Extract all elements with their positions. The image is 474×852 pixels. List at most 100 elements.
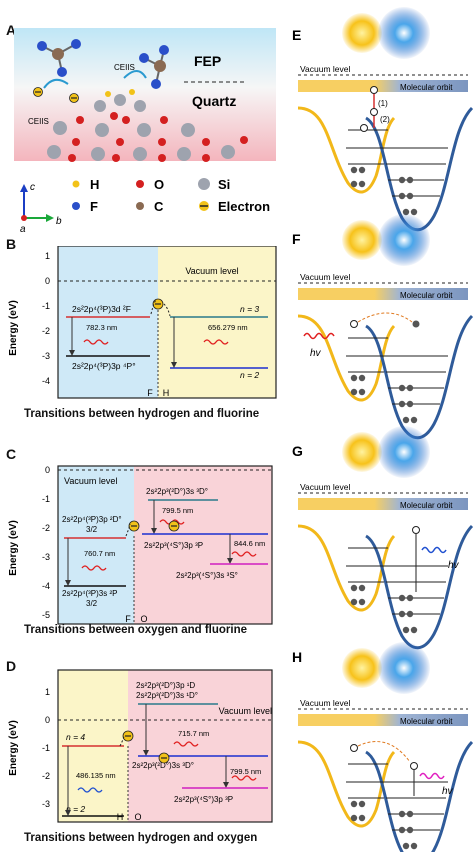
panel-a-letter: A — [6, 22, 17, 38]
svg-text:n = 4: n = 4 — [66, 732, 85, 742]
panel-g: G Vacuum level Molecular orbit hv — [292, 426, 474, 650]
svg-text:O: O — [140, 614, 147, 624]
svg-text:-3: -3 — [42, 351, 50, 361]
svg-text:760.7 nm: 760.7 nm — [84, 549, 115, 558]
ceiis-label-2: CEIIS — [28, 117, 49, 126]
fep-label: FEP — [194, 53, 221, 69]
svg-text:656.279 nm: 656.279 nm — [208, 323, 248, 332]
svg-text:486.135 nm: 486.135 nm — [76, 771, 116, 780]
svg-text:1: 1 — [45, 687, 50, 697]
svg-text:2s²2p³(²D°)3s ¹D°: 2s²2p³(²D°)3s ¹D° — [136, 691, 198, 700]
svg-text:hv: hv — [310, 348, 322, 359]
svg-text:2s²2p³(²D°)3p ¹D: 2s²2p³(²D°)3p ¹D — [136, 681, 195, 690]
svg-text:F: F — [90, 199, 98, 214]
svg-text:Vacuum level: Vacuum level — [185, 266, 238, 276]
svg-text:2s²2p⁴(³P)3s ²P: 2s²2p⁴(³P)3s ²P — [62, 589, 117, 598]
svg-text:-2: -2 — [42, 523, 50, 533]
fep-molecule-left — [37, 39, 81, 77]
svg-text:Molecular orbit: Molecular orbit — [400, 291, 453, 300]
svg-text:0: 0 — [45, 276, 50, 286]
svg-text:O: O — [134, 812, 141, 822]
svg-text:2s²2p³(⁴S°)3s ³S°: 2s²2p³(⁴S°)3s ³S° — [176, 571, 238, 580]
svg-text:a: a — [20, 224, 26, 235]
svg-text:2s²2p³(⁴S°)3p ³P: 2s²2p³(⁴S°)3p ³P — [144, 541, 203, 550]
ceiis-label-1: CEIIS — [114, 63, 135, 72]
svg-text:3/2: 3/2 — [86, 525, 98, 534]
panel-b-caption: Transitions between hydrogen and fluorin… — [24, 408, 260, 420]
svg-text:Electron: Electron — [218, 199, 270, 214]
svg-text:1: 1 — [45, 251, 50, 261]
svg-text:3/2: 3/2 — [86, 599, 98, 608]
svg-text:0: 0 — [45, 715, 50, 725]
svg-text:Molecular orbit: Molecular orbit — [400, 501, 453, 510]
panel-b-ylabel: Energy (eV) — [8, 300, 19, 356]
panel-b-diagram: 1 0 -1 -2 -3 -4 Energy (eV) Vacuum level… — [8, 246, 277, 399]
svg-text:hv: hv — [442, 786, 454, 797]
quartz-label: Quartz — [192, 93, 236, 109]
svg-text:799.5 nm: 799.5 nm — [230, 767, 261, 776]
svg-text:F: F — [125, 614, 131, 624]
svg-text:2s²2p⁴(³P)3p ²D°: 2s²2p⁴(³P)3p ²D° — [62, 515, 122, 524]
svg-text:Vacuum level: Vacuum level — [300, 482, 351, 492]
panel-f: F Vacuum level Molecular orbit hv — [292, 214, 474, 440]
panel-d-letter: D — [6, 658, 17, 674]
svg-text:Vacuum level: Vacuum level — [300, 272, 351, 282]
fep-molecule-right — [139, 45, 169, 89]
svg-text:2s²2p³(²D°)3s ³D°: 2s²2p³(²D°)3s ³D° — [146, 487, 208, 496]
svg-text:-1: -1 — [42, 301, 50, 311]
svg-text:(1): (1) — [378, 99, 388, 108]
svg-text:H: H — [163, 388, 170, 398]
svg-text:Energy (eV): Energy (eV) — [8, 720, 19, 776]
svg-text:844.6 nm: 844.6 nm — [234, 539, 265, 548]
svg-text:n = 3: n = 3 — [240, 304, 259, 314]
svg-text:2s²2p³(²D°)3s ³D°: 2s²2p³(²D°)3s ³D° — [132, 761, 194, 770]
svg-text:H: H — [117, 812, 124, 822]
svg-text:0: 0 — [45, 465, 50, 475]
panel-c-letter: C — [6, 446, 17, 462]
interface-background — [14, 28, 276, 161]
svg-text:b: b — [56, 216, 62, 227]
panel-c-caption: Transitions between oxygen and fluorine — [24, 624, 248, 636]
panel-b-letter: B — [6, 236, 17, 252]
svg-text:n = 2: n = 2 — [240, 370, 259, 380]
panel-e: E Vacuum level Molecular orbit (1) (2) — [292, 7, 474, 232]
quartz-lattice — [47, 89, 248, 162]
panel-e-letter: E — [292, 27, 301, 43]
svg-text:(2): (2) — [380, 115, 390, 124]
svg-text:-5: -5 — [42, 610, 50, 620]
svg-text:n = 2: n = 2 — [66, 804, 85, 814]
panel-a-legend: H O Si F C Electron — [72, 177, 270, 214]
svg-text:-2: -2 — [42, 771, 50, 781]
svg-text:F: F — [292, 231, 301, 247]
svg-text:Si: Si — [218, 177, 230, 192]
panel-c-diagram: 0 -1 -2 -3 -4 -5 Energy (eV) Vacuum leve… — [8, 465, 273, 625]
svg-text:C: C — [154, 199, 164, 214]
panel-d-diagram: 1 0 -1 -2 -3 Energy (eV) Vacuum level n … — [8, 669, 273, 823]
svg-text:G: G — [292, 443, 303, 459]
svg-text:2s²2p⁴(³P)3p ⁴P°: 2s²2p⁴(³P)3p ⁴P° — [72, 361, 136, 371]
svg-text:782.3 nm: 782.3 nm — [86, 323, 117, 332]
panel-d-caption: Transitions between hydrogen and oxygen — [24, 832, 258, 844]
svg-text:799.5 nm: 799.5 nm — [162, 506, 193, 515]
svg-text:-1: -1 — [42, 743, 50, 753]
svg-text:Molecular orbit: Molecular orbit — [400, 717, 453, 726]
svg-text:Vacuum level: Vacuum level — [300, 698, 351, 708]
svg-text:Vacuum level: Vacuum level — [64, 476, 117, 486]
svg-text:-4: -4 — [42, 376, 50, 386]
svg-text:-3: -3 — [42, 799, 50, 809]
svg-text:715.7 nm: 715.7 nm — [178, 729, 209, 738]
svg-text:-4: -4 — [42, 581, 50, 591]
svg-text:-2: -2 — [42, 326, 50, 336]
svg-text:-3: -3 — [42, 552, 50, 562]
svg-text:H: H — [90, 177, 99, 192]
svg-text:2s²2p⁴(³P)3d ²F: 2s²2p⁴(³P)3d ²F — [72, 304, 131, 314]
svg-text:Energy (eV): Energy (eV) — [8, 520, 19, 576]
svg-text:Vacuum level: Vacuum level — [300, 64, 351, 74]
right-column: E Vacuum level Molecular orbit (1) (2) F… — [292, 7, 474, 852]
svg-text:c: c — [30, 182, 35, 193]
svg-text:Vacuum level: Vacuum level — [219, 706, 272, 716]
svg-text:O: O — [154, 177, 164, 192]
svg-text:F: F — [147, 388, 153, 398]
svg-text:2s²2p³(⁴S°)3p ³P: 2s²2p³(⁴S°)3p ³P — [174, 795, 233, 804]
svg-text:hv: hv — [448, 560, 460, 571]
